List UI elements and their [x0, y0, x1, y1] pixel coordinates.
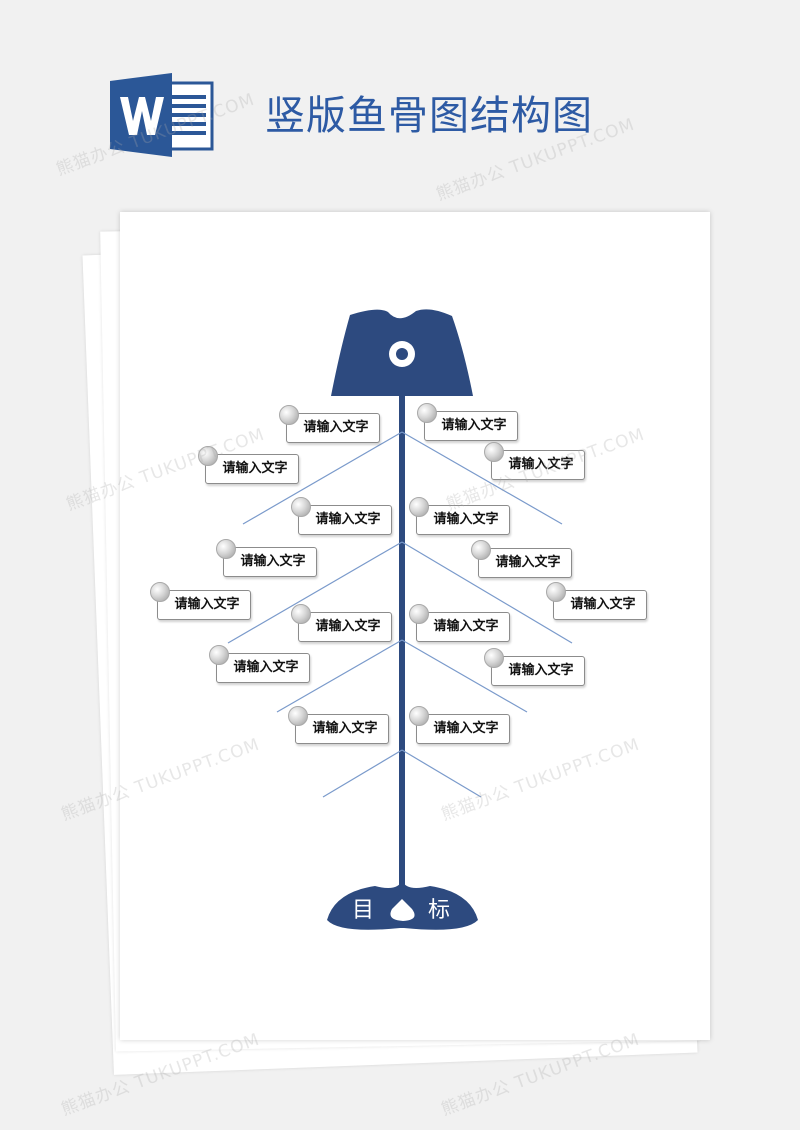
- cause-label-text: 请输入文字: [233, 660, 299, 675]
- page-curl-icon: [291, 497, 311, 517]
- cause-label[interactable]: 请输入文字: [409, 706, 510, 744]
- cause-label[interactable]: 请输入文字: [409, 604, 510, 642]
- goal-label-char-1: 目: [352, 898, 375, 923]
- page-curl-icon: [216, 539, 236, 559]
- page-curl-icon: [471, 540, 491, 560]
- fish-head: [331, 309, 473, 396]
- cause-label-text: 请输入文字: [570, 597, 636, 612]
- cause-label-text: 请输入文字: [240, 554, 306, 569]
- cause-label-text: 请输入文字: [433, 721, 499, 736]
- cause-label[interactable]: 请输入文字: [291, 604, 392, 642]
- cause-label[interactable]: 请输入文字: [471, 540, 572, 578]
- cause-label[interactable]: 请输入文字: [484, 648, 585, 686]
- cause-label-text: 请输入文字: [433, 619, 499, 634]
- cause-label-text: 请输入文字: [315, 512, 381, 527]
- page-curl-icon: [150, 582, 170, 602]
- cause-label-text: 请输入文字: [312, 721, 378, 736]
- goal-label-char-2: 标: [428, 898, 451, 923]
- cause-label[interactable]: 请输入文字: [291, 497, 392, 535]
- page-curl-icon: [279, 405, 299, 425]
- cause-label-text: 请输入文字: [222, 461, 288, 476]
- cause-label-text: 请输入文字: [315, 619, 381, 634]
- cause-label[interactable]: 请输入文字: [546, 582, 647, 620]
- cause-label[interactable]: 请输入文字: [417, 403, 518, 441]
- page-curl-icon: [484, 442, 504, 462]
- cause-label-text: 请输入文字: [433, 512, 499, 527]
- page-curl-icon: [409, 497, 429, 517]
- cause-label-text: 请输入文字: [303, 420, 369, 435]
- page-curl-icon: [288, 706, 308, 726]
- page-curl-icon: [546, 582, 566, 602]
- cause-label[interactable]: 请输入文字: [216, 539, 317, 577]
- cause-label-text: 请输入文字: [495, 555, 561, 570]
- cause-label[interactable]: 请输入文字: [484, 442, 585, 480]
- cause-label[interactable]: 请输入文字: [198, 446, 299, 484]
- cause-label[interactable]: 请输入文字: [279, 405, 380, 443]
- page-curl-icon: [409, 604, 429, 624]
- cause-label-text: 请输入文字: [174, 597, 240, 612]
- fish-spine: [399, 392, 405, 892]
- page-title: 竖版鱼骨图结构图: [265, 93, 593, 139]
- cause-label[interactable]: 请输入文字: [409, 497, 510, 535]
- fish-branches: [227, 431, 573, 798]
- page-curl-icon: [198, 446, 218, 466]
- page-curl-icon: [484, 648, 504, 668]
- cause-label[interactable]: 请输入文字: [209, 645, 310, 683]
- fish-tail: [327, 880, 478, 930]
- cause-label[interactable]: 请输入文字: [288, 706, 389, 744]
- cause-label[interactable]: 请输入文字: [150, 582, 251, 620]
- page-curl-icon: [417, 403, 437, 423]
- cause-label-text: 请输入文字: [441, 418, 507, 433]
- page-curl-icon: [291, 604, 311, 624]
- cause-label-text: 请输入文字: [508, 663, 574, 678]
- page-curl-icon: [209, 645, 229, 665]
- cause-label-text: 请输入文字: [508, 457, 574, 472]
- page-curl-icon: [409, 706, 429, 726]
- word-document-icon: [110, 73, 214, 157]
